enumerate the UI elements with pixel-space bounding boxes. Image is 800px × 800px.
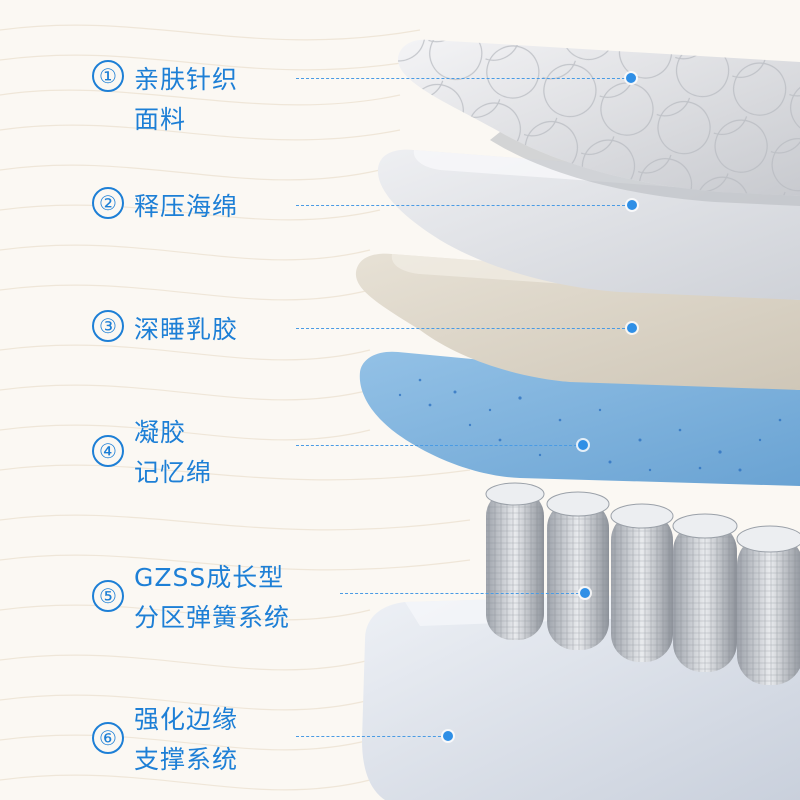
- leader-line-5: [340, 593, 584, 594]
- layer-2-line-1: 释压海绵: [134, 192, 239, 221]
- number-circle-5: ⑤: [92, 580, 124, 612]
- layer-3-line-1: 深睡乳胶: [134, 315, 239, 344]
- pocket-springs: [485, 482, 800, 685]
- layer-label-1: ① 亲肤针织 面料: [92, 60, 238, 140]
- number-circle-1: ①: [92, 60, 124, 92]
- layer-4-line-2: 记忆绵: [134, 458, 213, 487]
- layer-label-6: ⑥ 强化边缘 支撑系统: [92, 700, 238, 780]
- marker-dot-4: [578, 440, 588, 450]
- marker-dot-1: [626, 73, 636, 83]
- leader-line-2: [296, 205, 630, 206]
- layer-label-3: ③ 深睡乳胶: [92, 310, 238, 350]
- number-circle-3: ③: [92, 310, 124, 342]
- marker-dot-6: [443, 731, 453, 741]
- marker-dot-2: [627, 200, 637, 210]
- layer-6-line-1: 强化边缘: [134, 705, 239, 734]
- number-circle-6: ⑥: [92, 722, 124, 754]
- marker-dot-3: [627, 323, 637, 333]
- layer-1-line-2: 面料: [134, 105, 187, 134]
- leader-line-3: [296, 328, 630, 329]
- layer-label-2: ② 释压海绵: [92, 187, 238, 227]
- layer-label-5: ⑤ GZSS成长型 分区弹簧系统: [92, 558, 290, 638]
- layer-6-line-2: 支撑系统: [134, 745, 239, 774]
- layer-5-line-2: 分区弹簧系统: [134, 603, 291, 632]
- layer-label-4: ④ 凝胶 记忆绵: [92, 413, 212, 493]
- number-circle-4: ④: [92, 435, 124, 467]
- layer-4-line-1: 凝胶: [134, 418, 187, 447]
- layer-1-line-1: 亲肤针织: [134, 65, 239, 94]
- layer-5-line-1: GZSS成长型: [134, 563, 285, 592]
- leader-line-1: [296, 78, 630, 79]
- leader-line-6: [296, 736, 446, 737]
- marker-dot-5: [580, 588, 590, 598]
- leader-line-4: [296, 445, 582, 446]
- number-circle-2: ②: [92, 187, 124, 219]
